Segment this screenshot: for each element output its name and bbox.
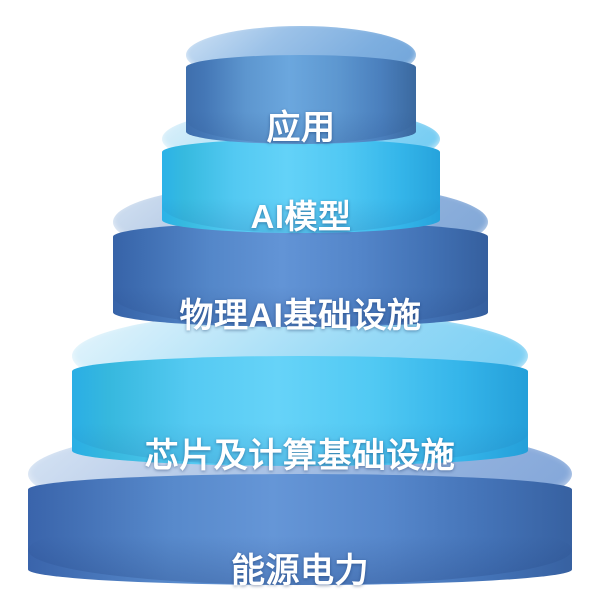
tier-bottom-shading <box>113 265 488 327</box>
tier-cylinder-body <box>162 139 440 233</box>
tier-label-ai-model: AI模型 <box>250 198 352 235</box>
stack-tier-application[interactable]: 应用 <box>186 26 416 147</box>
tier-body-gradient <box>162 139 440 233</box>
tier-label-chip-compute-infrastructure: 芯片及计算基础设施 <box>144 437 456 475</box>
tier-label-energy-power: 能源电力 <box>231 552 369 590</box>
stack-tier-chip-compute-infrastructure[interactable]: 芯片及计算基础设施 <box>72 311 528 475</box>
tier-bottom-shading <box>162 179 440 233</box>
tier-bottom-shading <box>186 94 416 144</box>
tier-body-gradient <box>72 356 528 466</box>
tier-cylinder-body <box>186 55 416 144</box>
tier-label-physical-ai-infrastructure: 物理AI基础设施 <box>179 297 422 335</box>
tier-bottom-shading <box>72 400 528 466</box>
tier-cylinder-body <box>113 222 488 327</box>
tier-label-application: 应用 <box>266 109 336 147</box>
tier-body-gradient <box>113 222 488 327</box>
tier-body-gradient <box>28 474 572 585</box>
tier-cylinder-body <box>72 356 528 466</box>
tier-bottom-shading <box>28 515 572 585</box>
tier-cylinder-body <box>28 474 572 585</box>
tier-body-gradient <box>186 55 416 144</box>
